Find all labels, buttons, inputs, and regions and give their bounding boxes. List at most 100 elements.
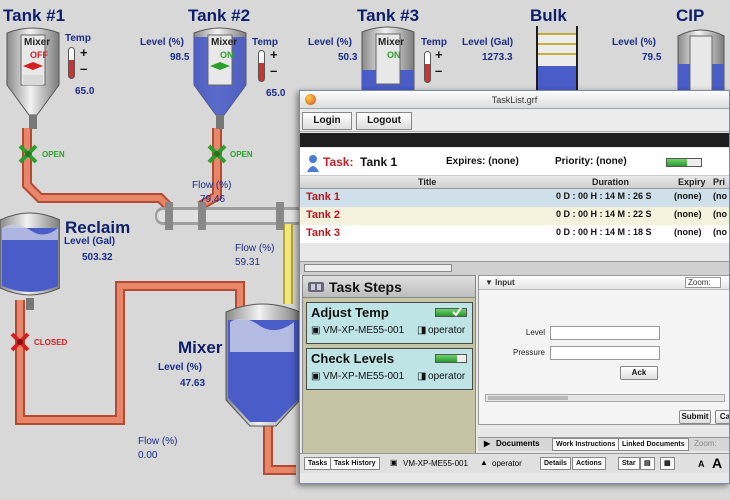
bulk-level-label: Level (Gal) bbox=[462, 37, 514, 48]
cip-vessel bbox=[677, 29, 725, 96]
flow2-value: 59.31 bbox=[235, 257, 261, 268]
station-icon: ▣ bbox=[390, 458, 398, 467]
task-priority: Priority: (none) bbox=[555, 156, 627, 167]
font-increase-button[interactable]: A bbox=[712, 455, 723, 471]
star-button[interactable]: Star bbox=[618, 457, 640, 470]
tank1-thermometer-icon bbox=[68, 47, 75, 79]
cancel-button[interactable]: Ca bbox=[715, 410, 729, 424]
tab-tasks[interactable]: Tasks bbox=[304, 457, 332, 470]
tank3-title: Tank #3 bbox=[357, 6, 420, 25]
tank3-temp-down-icon[interactable]: – bbox=[435, 63, 443, 78]
step-station-icon: ▣ bbox=[311, 371, 321, 382]
input-header: ▼ Input Zoom: bbox=[479, 276, 729, 290]
tank2-valve-state: OPEN bbox=[230, 150, 253, 159]
tank1-mixer-icon bbox=[23, 62, 43, 70]
tab-task-history[interactable]: Task History bbox=[330, 457, 380, 470]
step-role-icon: ◨ bbox=[417, 325, 427, 336]
task-row-3[interactable]: Tank 3 0 D : 00 H : 14 M : 18 S (none) (… bbox=[300, 225, 729, 243]
reclaim-level-label: Level (Gal) bbox=[64, 236, 116, 247]
tab-linked-documents[interactable]: Linked Documents bbox=[618, 438, 689, 451]
input-scrollbar[interactable] bbox=[485, 394, 725, 402]
tank1-temp-up-icon[interactable]: + bbox=[80, 45, 88, 60]
actions-button[interactable]: Actions bbox=[572, 457, 606, 470]
scrollbar-thumb[interactable] bbox=[304, 264, 452, 272]
submit-button[interactable]: Submit bbox=[679, 410, 711, 424]
tank3-thermometer-icon bbox=[424, 51, 431, 83]
operator-icon: ▲ bbox=[480, 458, 488, 467]
tank1-temp-value: 65.0 bbox=[75, 86, 95, 97]
input-zoom[interactable]: Zoom: bbox=[685, 277, 721, 288]
documents-label: Documents bbox=[496, 439, 540, 448]
tank2-mixer-state[interactable]: ON bbox=[220, 50, 234, 60]
documents-zoom[interactable]: Zoom: bbox=[694, 439, 717, 448]
mixer-title: Mixer bbox=[178, 338, 223, 357]
mixer-vessel bbox=[225, 303, 300, 427]
input-pane: ▼ Input Zoom: Level Pressure Ack Submit … bbox=[478, 275, 729, 425]
tank1-vessel bbox=[6, 27, 60, 129]
step-adjust-temp[interactable]: Adjust Temp ▣ VM-XP-ME55-001 ◨ operator bbox=[306, 302, 473, 344]
tank3-mixer-label: Mixer bbox=[378, 37, 405, 48]
task-row-1[interactable]: Tank 1 0 D : 00 H : 14 M : 26 S (none) (… bbox=[300, 189, 729, 207]
reclaim-level-value: 503.32 bbox=[82, 252, 113, 263]
step-station: VM-XP-ME55-001 bbox=[323, 325, 405, 336]
tank3-temp-up-icon[interactable]: + bbox=[435, 47, 443, 62]
tank3-mixer-state[interactable]: ON bbox=[387, 50, 401, 60]
task-steps-panel: Task Steps Adjust Temp ▣ VM-XP-ME55-001 … bbox=[302, 275, 476, 471]
flow3-label: Flow (%) bbox=[138, 436, 178, 447]
tank2-temp-down-icon[interactable]: – bbox=[270, 63, 278, 78]
reclaim-vessel bbox=[0, 212, 60, 310]
step-role-icon: ◨ bbox=[417, 371, 427, 382]
col-priority[interactable]: Pri bbox=[713, 177, 726, 187]
horizontal-scrollbar[interactable] bbox=[300, 261, 729, 275]
task-expires: Expires: (none) bbox=[446, 156, 519, 167]
tank1-mixer-state[interactable]: OFF bbox=[30, 50, 48, 60]
task-header: Task: Tank 1 Expires: (none) Priority: (… bbox=[300, 148, 729, 176]
flow1-label: Flow (%) bbox=[192, 180, 232, 191]
tank3-level-value: 50.3 bbox=[338, 52, 358, 63]
task-row-title: Tank 1 bbox=[306, 191, 341, 203]
tank3-level-label: Level (%) bbox=[308, 37, 352, 48]
col-title[interactable]: Title bbox=[418, 177, 437, 187]
tank2-level-label: Level (%) bbox=[140, 37, 184, 48]
mixer-level-value: 47.63 bbox=[180, 378, 206, 389]
tank2-mixer-icon bbox=[210, 62, 230, 70]
reclaim-valve-icon[interactable] bbox=[10, 332, 30, 352]
collapse-icon[interactable]: ▼ bbox=[485, 278, 496, 287]
tank1-temp-label: Temp bbox=[65, 33, 91, 44]
task-row-duration: 0 D : 00 H : 14 M : 22 S bbox=[556, 209, 652, 219]
toolbar-strip bbox=[300, 133, 729, 147]
tank1-valve-icon[interactable] bbox=[18, 144, 38, 164]
tank2-vessel bbox=[193, 27, 247, 129]
tab-work-instructions[interactable]: Work Instructions bbox=[552, 438, 620, 451]
task-row-title: Tank 2 bbox=[306, 209, 341, 221]
station-name: VM-XP-ME55-001 bbox=[403, 459, 468, 468]
level-input[interactable] bbox=[550, 326, 660, 340]
tank2-temp-up-icon[interactable]: + bbox=[270, 47, 278, 62]
details-button[interactable]: Details bbox=[540, 457, 571, 470]
tank1-mixer-label: Mixer bbox=[24, 37, 51, 48]
ack-button[interactable]: Ack bbox=[620, 366, 658, 380]
task-row-duration: 0 D : 00 H : 14 M : 26 S bbox=[556, 191, 652, 201]
task-row-2[interactable]: Tank 2 0 D : 00 H : 14 M : 22 S (none) (… bbox=[300, 207, 729, 225]
documents-expand-icon[interactable]: ▶ bbox=[484, 439, 491, 448]
task-row-duration: 0 D : 00 H : 14 M : 18 S bbox=[556, 227, 652, 237]
menu-bar: Login Logout bbox=[300, 110, 729, 132]
tank1-temp-down-icon[interactable]: – bbox=[80, 61, 88, 76]
flow3-value: 0.00 bbox=[138, 450, 158, 461]
view-list-icon[interactable]: ▤ bbox=[640, 457, 655, 470]
tank2-valve-icon[interactable] bbox=[207, 144, 227, 164]
pressure-input[interactable] bbox=[550, 346, 660, 360]
task-row-priority: (no bbox=[713, 209, 727, 219]
logout-button[interactable]: Logout bbox=[356, 112, 412, 130]
app-icon bbox=[305, 94, 316, 105]
step-role: operator bbox=[428, 325, 466, 336]
font-decrease-button[interactable]: A bbox=[698, 459, 705, 469]
login-button[interactable]: Login bbox=[302, 112, 352, 130]
step-role: operator bbox=[428, 371, 466, 382]
window-titlebar[interactable]: TaskList.grf bbox=[300, 91, 729, 109]
step-check-levels[interactable]: Check Levels ▣ VM-XP-ME55-001 ◨ operator bbox=[306, 348, 473, 390]
col-duration[interactable]: Duration bbox=[592, 177, 629, 187]
view-grid-icon[interactable]: ▦ bbox=[660, 457, 675, 470]
status-bar: Tasks Task History ▣ VM-XP-ME55-001 ▲ op… bbox=[300, 453, 729, 473]
col-expiry[interactable]: Expiry bbox=[678, 177, 706, 187]
